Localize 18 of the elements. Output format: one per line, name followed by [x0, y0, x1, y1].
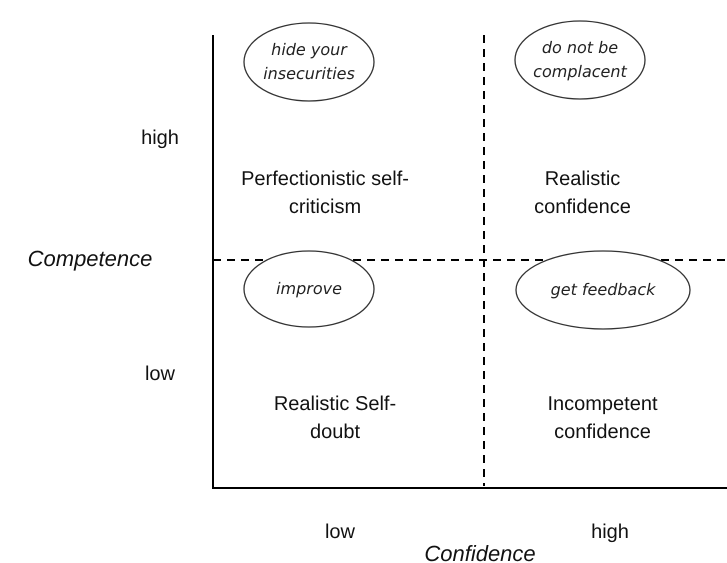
axis-tick-label: low	[324, 520, 356, 545]
quadrant-label: Realistic Self-doubt	[272, 392, 398, 445]
quadrant-label: Perfectionistic self-criticism	[240, 167, 410, 220]
advice-text: get feedback	[550, 279, 656, 301]
axis-tick-label: high	[590, 520, 630, 545]
axis-title: Competence	[26, 245, 154, 273]
advice-ellipse	[514, 20, 646, 100]
advice-text: hide your insecurities	[262, 39, 356, 85]
axis-tick-label: low	[144, 362, 176, 387]
axis-title: Confidence	[423, 540, 537, 563]
axis-tick-label: high	[140, 126, 180, 151]
advice-ellipse	[243, 22, 375, 102]
advice-text: do not be complacent	[532, 37, 628, 83]
quadrant-label: Realistic confidence	[533, 167, 632, 220]
advice-text: improve	[276, 278, 342, 300]
advice-ellipse	[243, 250, 375, 328]
advice-ellipse	[515, 250, 691, 330]
quadrant-label: Incompetent confidence	[546, 392, 659, 445]
